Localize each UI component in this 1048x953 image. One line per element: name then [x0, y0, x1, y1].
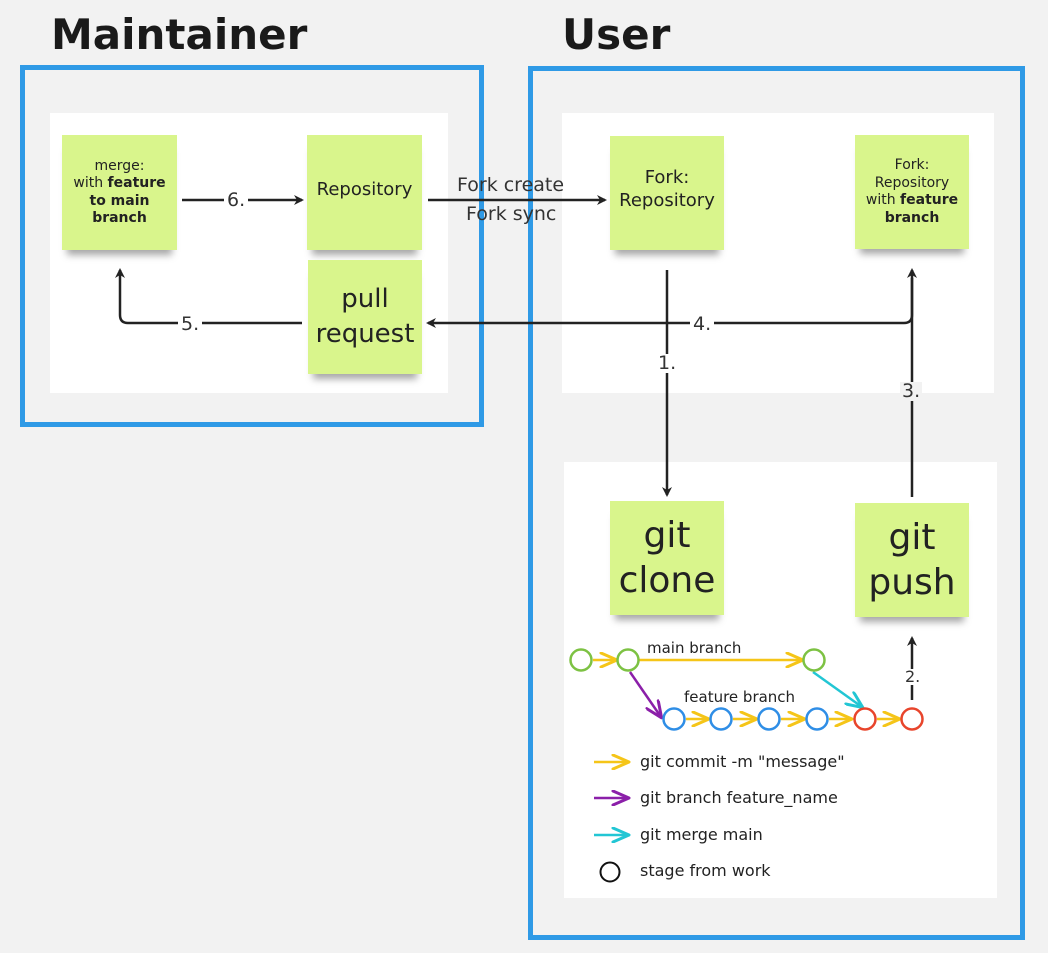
note-git-clone: git clone [610, 501, 724, 615]
feature-commit-node [805, 707, 829, 731]
note-merge: merge: with feature to main branch [62, 135, 177, 250]
label-step6: 6. [224, 191, 249, 210]
main-commit-node [802, 648, 826, 672]
edge-step4 [426, 278, 914, 328]
legend-merge-label: git merge main [640, 825, 763, 844]
label-step2: 2. [902, 669, 924, 685]
main-commit-node [569, 648, 593, 672]
maintainer-frame [20, 65, 484, 427]
feature-commit-node [709, 707, 733, 731]
feature-commit-node [757, 707, 781, 731]
main-branch-label: main branch [647, 639, 742, 657]
label-fork-create: Fork create [457, 174, 565, 196]
legend-stage-circle-icon [599, 861, 621, 883]
feature-branch-label: feature branch [684, 688, 796, 706]
merge-arrow [812, 670, 862, 707]
label-step1: 1. [655, 354, 680, 373]
legend-commit-label: git commit -m "message" [640, 752, 845, 771]
edge-step5 [115, 268, 302, 325]
user-frame [528, 66, 1025, 940]
legend-branch-label: git branch feature_name [640, 788, 838, 807]
legend-stage-label: stage from work [640, 861, 771, 880]
note-git-push: git push [855, 503, 969, 617]
label-step5: 5. [178, 315, 203, 334]
label-step4: 4. [690, 315, 715, 334]
work-commit-node [853, 707, 877, 731]
work-commit-node [900, 707, 924, 731]
feature-commit-node [662, 707, 686, 731]
main-commit-node [616, 648, 640, 672]
maintainer-heading: Maintainer [51, 10, 308, 59]
label-step3: 3. [900, 380, 923, 402]
note-repository: Repository [307, 135, 422, 250]
branch-arrow [628, 671, 661, 717]
note-pull-request: pull request [308, 260, 422, 374]
label-fork-sync: Fork sync [466, 203, 557, 225]
note-fork-repository: Fork: Repository [610, 136, 724, 250]
note-fork-feature: Fork: Repository with feature branch [855, 135, 969, 249]
user-heading: User [562, 10, 671, 59]
